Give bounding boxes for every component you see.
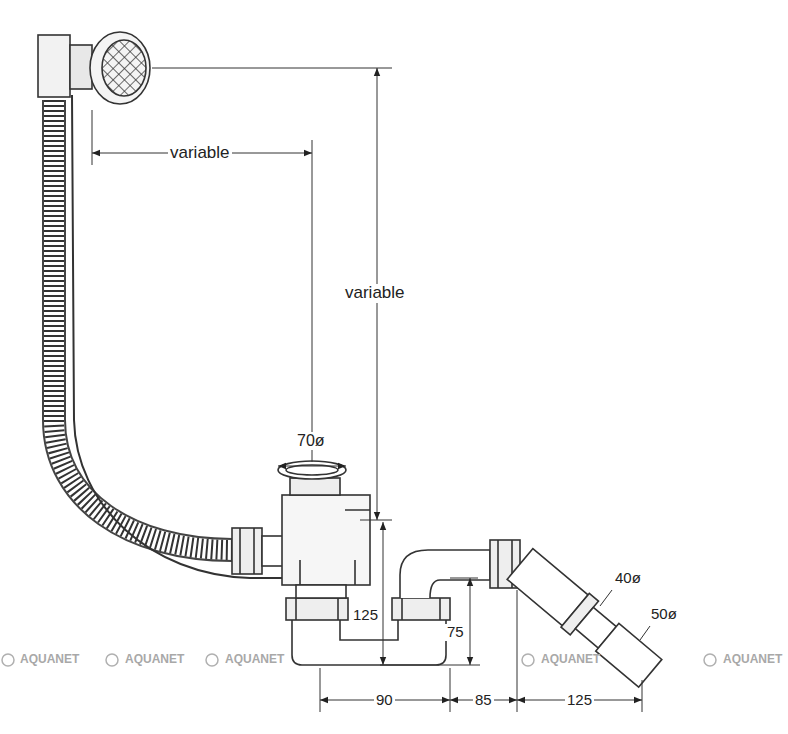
watermark: AQUANET — [123, 653, 186, 666]
dimension-text: 85 — [473, 692, 494, 709]
dimension-text: 70ø — [295, 432, 327, 450]
dimension-text: 75 — [445, 624, 466, 641]
dimension-text: 40ø — [613, 570, 643, 587]
watermark: AQUANET — [18, 653, 81, 666]
dimension-text: variable — [343, 284, 407, 303]
dimension-text: 125 — [565, 692, 594, 709]
watermark: AQUANET — [721, 653, 784, 666]
dimension-text: 90 — [374, 692, 395, 709]
dimension-text: variable — [168, 144, 232, 163]
watermark: AQUANET — [223, 653, 286, 666]
watermark: AQUANET — [539, 653, 602, 666]
dimension-text: 125 — [351, 607, 380, 624]
dimension-text: 50ø — [649, 606, 679, 623]
